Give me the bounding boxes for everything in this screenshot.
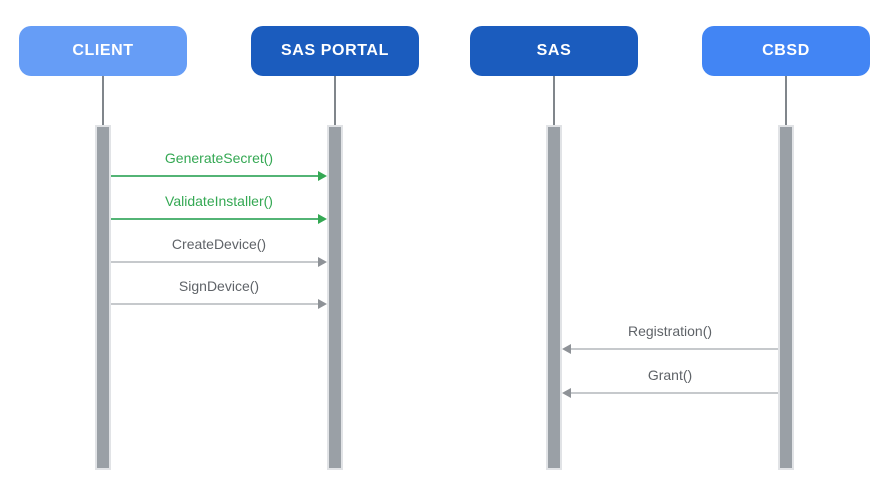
message-registration: Registration() — [562, 322, 778, 354]
arrow-line — [111, 303, 319, 305]
arrow-right — [111, 257, 327, 267]
lifeline-sas — [553, 76, 555, 125]
arrow-line — [111, 218, 319, 220]
lifeline-client — [102, 76, 104, 125]
arrow-right — [111, 214, 327, 224]
arrowhead-right-icon — [318, 214, 327, 224]
actor-box-cbsd: CBSD — [702, 26, 870, 76]
lifeline-cbsd — [785, 76, 787, 125]
actor-label-sas: SAS — [536, 42, 572, 59]
arrow-line — [111, 175, 319, 177]
arrowhead-right-icon — [318, 299, 327, 309]
actor-box-client: CLIENT — [19, 26, 187, 76]
message-label: GenerateSecret() — [164, 150, 274, 166]
message-label: SignDevice() — [178, 278, 260, 294]
message-validate-installer: ValidateInstaller() — [111, 192, 327, 224]
actor-label-client: CLIENT — [72, 42, 134, 59]
arrow-line — [570, 348, 778, 350]
actor-label-sas-portal: SAS PORTAL — [281, 42, 389, 59]
arrowhead-right-icon — [318, 171, 327, 181]
message-create-device: CreateDevice() — [111, 235, 327, 267]
arrowhead-left-icon — [562, 344, 571, 354]
message-label: Registration() — [627, 323, 713, 339]
actor-label-cbsd: CBSD — [762, 42, 810, 59]
message-generate-secret: GenerateSecret() — [111, 149, 327, 181]
arrow-left — [562, 388, 778, 398]
message-grant: Grant() — [562, 366, 778, 398]
arrow-line — [570, 392, 778, 394]
activation-bar-cbsd — [778, 125, 794, 470]
lifeline-sas-portal — [334, 76, 336, 125]
activation-bar-client — [95, 125, 111, 470]
arrow-right — [111, 171, 327, 181]
arrowhead-left-icon — [562, 388, 571, 398]
arrow-right — [111, 299, 327, 309]
arrow-left — [562, 344, 778, 354]
message-label: Grant() — [647, 367, 693, 383]
message-sign-device: SignDevice() — [111, 277, 327, 309]
arrowhead-right-icon — [318, 257, 327, 267]
actor-box-sas: SAS — [470, 26, 638, 76]
message-label: ValidateInstaller() — [165, 193, 273, 209]
activation-bar-sas-portal — [327, 125, 343, 470]
actor-box-sas-portal: SAS PORTAL — [251, 26, 419, 76]
message-label: CreateDevice() — [171, 236, 267, 252]
arrow-line — [111, 261, 319, 263]
activation-bar-sas — [546, 125, 562, 470]
